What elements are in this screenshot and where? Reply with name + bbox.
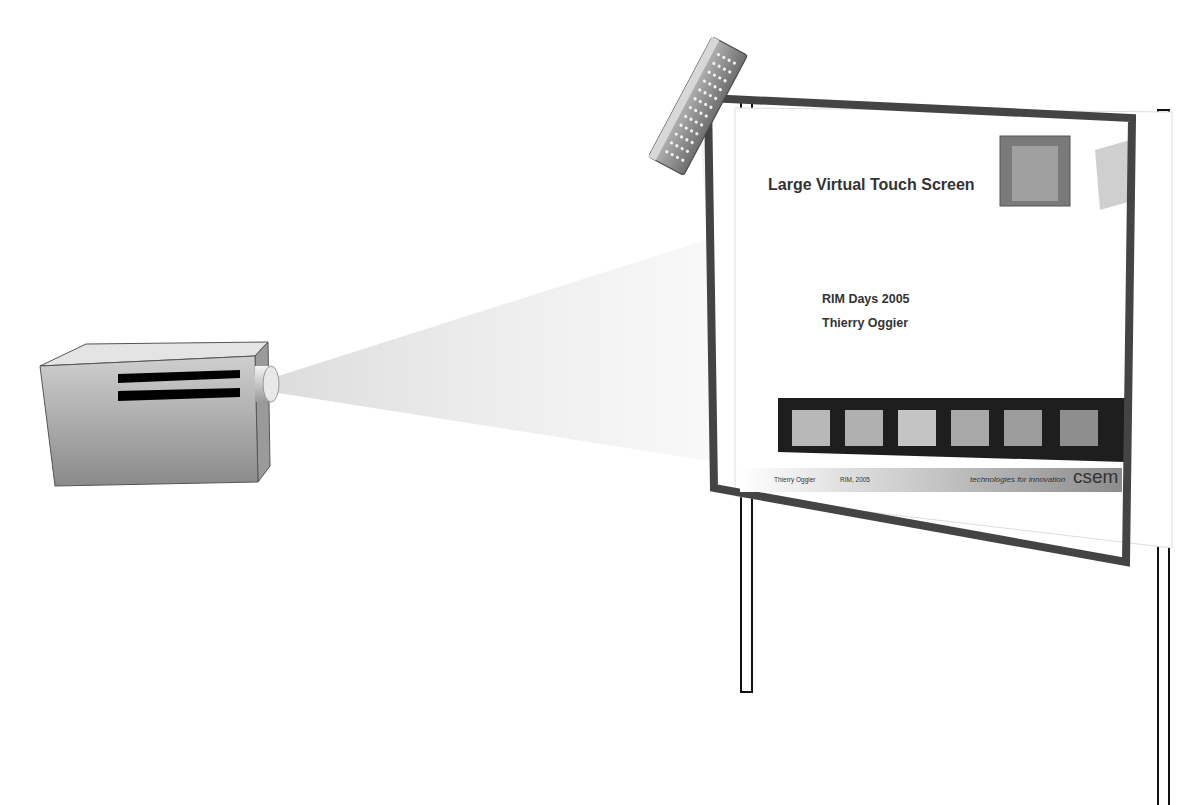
led-dot [702,79,706,83]
led-dot [669,141,673,145]
led-dot [681,158,685,162]
led-dot [699,123,703,127]
led-dot [703,91,707,95]
footer-slogan: technologies for innovation [970,475,1065,484]
led-dot [693,97,697,101]
led-dot [708,93,712,97]
led-dot [685,149,689,153]
led-dot [732,61,736,65]
led-dot [722,55,726,59]
led-dot [685,138,689,142]
led-dot [699,111,703,115]
led-dot [683,114,687,118]
led-dot [689,117,693,121]
footer-event: RIM, 2005 [840,476,870,483]
led-dot [707,70,711,74]
led-dot [712,61,716,65]
led-dot [674,132,678,136]
led-dot [698,88,702,92]
led-dot [703,102,707,106]
led-dot [722,67,726,71]
led-dot [709,105,713,109]
company-logo: csem [1073,466,1118,488]
slide-title: Large Virtual Touch Screen [768,176,975,194]
author-name: Thierry Oggier [822,316,908,330]
led-dot [695,132,699,136]
led-dot [708,82,712,86]
led-dot [713,85,717,89]
led-dot [679,123,683,127]
led-dot [675,155,679,159]
led-dot [713,96,717,100]
led-dot [688,105,692,109]
projector-beam [272,238,716,462]
led-dot [679,135,683,139]
led-dot [675,144,679,148]
projector [40,342,279,486]
led-dot [680,146,684,150]
film-frames [792,410,1098,446]
led-dot [690,140,694,144]
slide-photo [1012,146,1058,201]
led-dot [689,129,693,133]
projected-slide: Large Virtual Touch ScreenRIM Days 2005T… [740,112,1120,502]
led-dot [704,114,708,118]
led-dot [716,52,720,56]
projected-slide [735,108,1172,548]
led-dot [718,87,722,91]
led-dot [698,99,702,103]
led-dot [694,120,698,124]
slide-footer: Thierry Oggier RIM, 2005 technologies for … [740,468,1122,492]
led-dot [693,108,697,112]
led-dot [712,73,716,77]
screen-frame [708,98,1132,562]
led-dot [717,64,721,68]
led-dot [728,70,732,74]
footer-author: Thierry Oggier [774,476,816,483]
led-dot [670,152,674,156]
event-name: RIM Days 2005 [822,292,910,306]
tof-camera [648,37,747,176]
slide-photo [1000,136,1070,206]
led-dot [684,126,688,130]
led-dot [718,76,722,80]
led-dot [727,58,731,62]
film-strip [778,398,1125,462]
led-dot [723,79,727,83]
led-dot [665,150,669,154]
